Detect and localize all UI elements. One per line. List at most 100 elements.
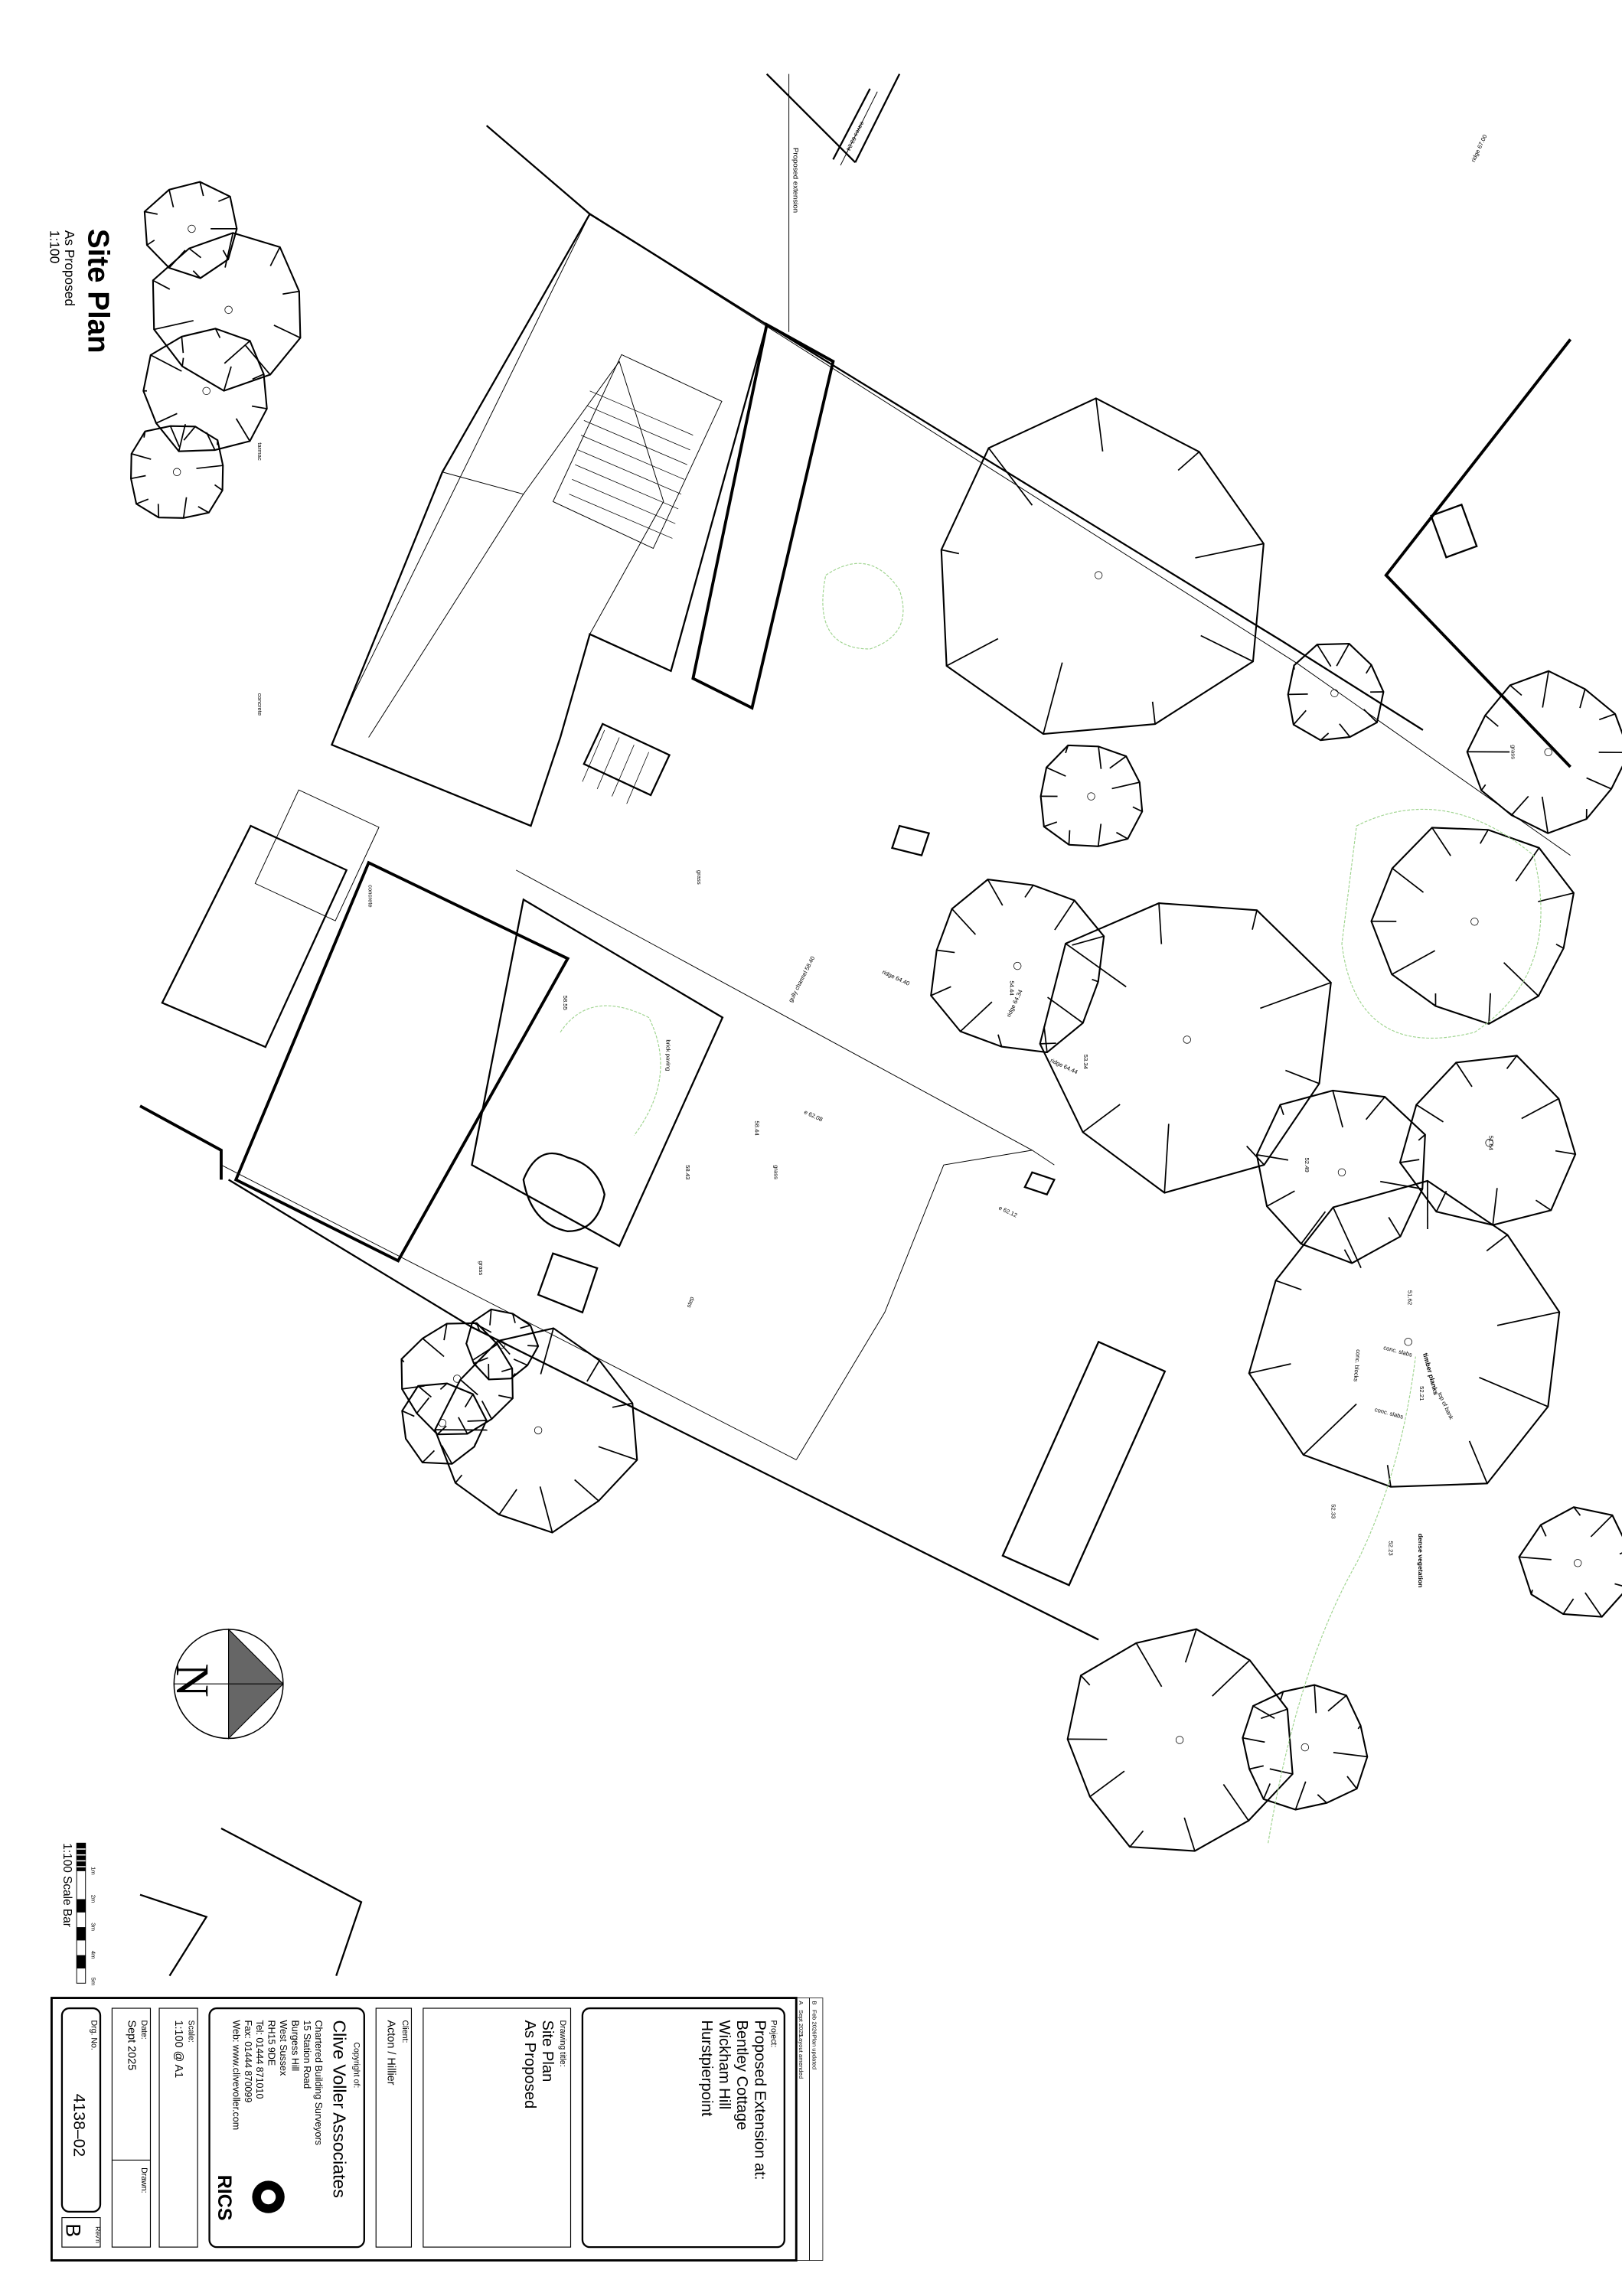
tree-crown-icon bbox=[1039, 744, 1144, 847]
tree-crown-icon bbox=[1248, 1179, 1561, 1488]
level-6: 51.62 bbox=[1407, 1290, 1414, 1305]
level-10: 53.34 bbox=[1082, 1055, 1089, 1070]
label-ridge-1: ridge 64.40 bbox=[881, 968, 911, 987]
level-4: 52.49 bbox=[1304, 1158, 1310, 1172]
tree-crown-icon bbox=[465, 1308, 540, 1381]
label-concrete-2: concrete bbox=[367, 885, 374, 908]
scale-label: Scale: bbox=[187, 2020, 196, 2042]
company-name: Clive Voller Associates bbox=[329, 2020, 349, 2197]
level-1: 58.55 bbox=[562, 996, 569, 1010]
sheet-subtitle: As Proposed bbox=[62, 230, 77, 306]
revision-b-note: Plan updated bbox=[811, 2035, 818, 2069]
project-label: Project: bbox=[769, 2020, 778, 2047]
level-7: 52.21 bbox=[1418, 1386, 1425, 1401]
label-eaves-1: e 62.08 bbox=[803, 1108, 824, 1123]
tree-crown-icon bbox=[1066, 1628, 1294, 1852]
label-conc-slabs-2: conc. slabs bbox=[1374, 1406, 1405, 1420]
tree-crown-icon bbox=[142, 328, 268, 452]
project-line-1: Proposed Extension at: bbox=[751, 2020, 768, 2180]
ridge-label: ridge 67.00 bbox=[1470, 133, 1488, 163]
label-grass-1: grass bbox=[772, 1165, 779, 1179]
label-top-of-bank: top of bank bbox=[1436, 1391, 1454, 1420]
sheet-title-text: Site Plan bbox=[82, 229, 115, 354]
tree-crown-icon bbox=[143, 181, 238, 279]
scale-tick-4: 4m bbox=[90, 1951, 96, 1959]
rics-logo: RICS bbox=[214, 2175, 285, 2221]
scale-tick-2: 2m bbox=[90, 1895, 96, 1903]
label-conc-blocks: conc. blocks bbox=[1353, 1349, 1363, 1382]
level-5: 51.64 bbox=[1488, 1136, 1495, 1151]
sheet-title: Site Plan As Proposed 1:100 bbox=[47, 229, 114, 354]
company-line-2: 15 Station Road bbox=[302, 2020, 312, 2089]
revision-a-rev: A bbox=[798, 2001, 804, 2005]
scale-bar-label: 1:100 Scale Bar bbox=[60, 1843, 73, 1927]
north-arrow-label: N bbox=[166, 1663, 218, 1698]
label-step: step bbox=[685, 1296, 695, 1309]
label-gully: gully channel 58.40 bbox=[787, 955, 816, 1003]
tree-crown-icon bbox=[1287, 642, 1385, 742]
scale-tick-3: 3m bbox=[90, 1923, 96, 1931]
company-line-3: Burgess Hill bbox=[289, 2020, 300, 2071]
label-grass-2: grass bbox=[696, 870, 703, 885]
revision-a-date: Sept 2025 bbox=[798, 2010, 804, 2037]
tree-crown-icon bbox=[1518, 1506, 1622, 1618]
label-brick-paving: brick paving bbox=[665, 1039, 672, 1071]
project-line-2: Bentley Cottage bbox=[733, 2020, 750, 2130]
stair-treads bbox=[582, 729, 649, 804]
date-value: Sept 2025 bbox=[126, 2020, 138, 2070]
company-line-5: RH15 9DE bbox=[266, 2020, 277, 2066]
project-line-3: Wickham Hill bbox=[716, 2020, 733, 2109]
drg-no-value: 4138–02 bbox=[70, 2094, 87, 2157]
company-line-7: Fax: 01444 870099 bbox=[243, 2020, 253, 2102]
client-value: Acton / Hillier bbox=[385, 2020, 397, 2085]
scale-bar: 1m 2m 3m 4m 5m 1:100 Scale Bar bbox=[60, 1842, 96, 1986]
label-grass-3: grass bbox=[1510, 745, 1517, 759]
tree-crown-icon bbox=[1039, 902, 1332, 1194]
trees bbox=[130, 181, 1622, 1852]
roof-hatching bbox=[569, 390, 694, 539]
revn-value: B bbox=[62, 2223, 85, 2237]
tree-crown-icon bbox=[940, 397, 1265, 735]
tree-crown-icon bbox=[1255, 1089, 1426, 1264]
garage bbox=[161, 789, 1167, 1587]
tree-crown-icon bbox=[1466, 670, 1622, 834]
tree-crown-icon bbox=[1370, 827, 1575, 1026]
sheet-scale: 1:100 bbox=[47, 230, 62, 263]
tree-crown-icon bbox=[1242, 1684, 1369, 1811]
project-line-4: Hurstpierpoint bbox=[698, 2020, 715, 2116]
scale-value: 1:100 @ A1 bbox=[172, 2020, 184, 2078]
tree-crown-icon bbox=[130, 425, 224, 519]
level-11: 54.44 bbox=[1009, 980, 1016, 996]
north-arrow: N bbox=[166, 1628, 284, 1740]
copyright-label: Copyright of: bbox=[351, 2042, 361, 2088]
rics-logo-text: RICS bbox=[214, 2175, 235, 2221]
company-line-6: Tel: 01444 871010 bbox=[254, 2020, 265, 2099]
drg-no-label: Drg. No. bbox=[89, 2020, 98, 2050]
tree-crown-icon bbox=[434, 1327, 638, 1534]
label-eaves-2: e 62.12 bbox=[997, 1205, 1018, 1219]
site-boundaries bbox=[139, 73, 1572, 1977]
drawing-title-line-1: Site Plan bbox=[539, 2020, 556, 2082]
tree-crown-icon bbox=[152, 232, 302, 392]
label-dense-vegetation: dense vegetation bbox=[1417, 1534, 1425, 1588]
vegetation-outlines bbox=[560, 563, 1542, 1844]
proposed-extension-label: Proposed extension bbox=[791, 148, 799, 213]
company-line-8: Web: www.clivevoller.com bbox=[230, 2020, 241, 2130]
company-line-4: West Sussex bbox=[278, 2020, 289, 2076]
tree-crown-icon bbox=[1398, 1055, 1577, 1226]
tree-crown-icon bbox=[401, 1382, 488, 1465]
scale-tick-1: 1m bbox=[90, 1867, 96, 1875]
label-grass-4: grass bbox=[478, 1261, 485, 1275]
revn-label: Rev'n bbox=[94, 2226, 102, 2243]
level-2: 58.43 bbox=[684, 1165, 691, 1179]
level-3: 58.44 bbox=[753, 1120, 760, 1136]
revision-table: B Feb 2026 Plan updated A Sept 2025 Layo… bbox=[795, 1998, 824, 2261]
revision-b-date: Feb 2026 bbox=[811, 2010, 818, 2034]
scale-tick-5: 5m bbox=[90, 1978, 96, 1986]
label-conc-slabs-1b: conc. slabs bbox=[1382, 1344, 1413, 1358]
revision-b-rev: B bbox=[811, 2001, 818, 2004]
level-8: 52.23 bbox=[1388, 1541, 1395, 1555]
date-label: Date: bbox=[139, 2020, 148, 2039]
drawing-title-label: Drawing title: bbox=[558, 2020, 567, 2066]
